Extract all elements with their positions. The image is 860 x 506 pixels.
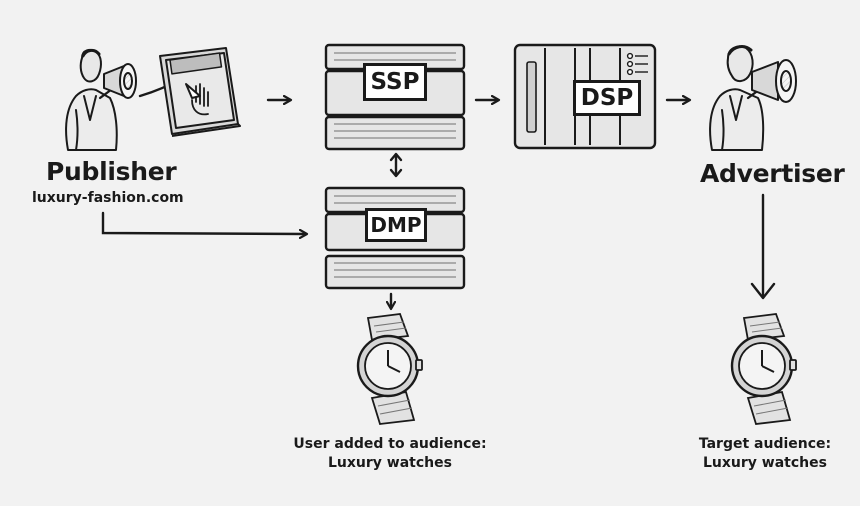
arrow-advertiser-to-watch-head (750, 282, 776, 300)
advertiser-figure-icon (709, 45, 797, 151)
publisher-sign-icon (159, 47, 241, 137)
dmp-watch-caption-line1: User added to audience: (293, 436, 487, 452)
arrow-publisher-to-dmp (101, 211, 306, 234)
publisher-figure-icon (65, 48, 182, 151)
dsp-label: DSP (573, 80, 641, 116)
dmp-watch-caption-line2: Luxury watches (328, 455, 452, 471)
advertiser-watch-caption-line2: Luxury watches (703, 455, 827, 471)
dmp-label: DMP (365, 208, 427, 242)
advertiser-label: Advertiser (700, 159, 845, 188)
advertiser-watch-caption-line1: Target audience: (698, 436, 832, 452)
publisher-site: luxury-fashion.com (32, 190, 184, 206)
ssp-label: SSP (363, 63, 427, 101)
watch-icon-dmp (356, 313, 423, 425)
dmp-watch-caption: User added to audience: Luxury watches (285, 435, 495, 473)
publisher-label: Publisher (46, 157, 177, 186)
arrow-ssp-dmp-bidirectional (389, 152, 403, 178)
advertiser-watch-caption: Target audience: Luxury watches (685, 435, 845, 473)
watch-icon-advertiser (730, 313, 797, 425)
